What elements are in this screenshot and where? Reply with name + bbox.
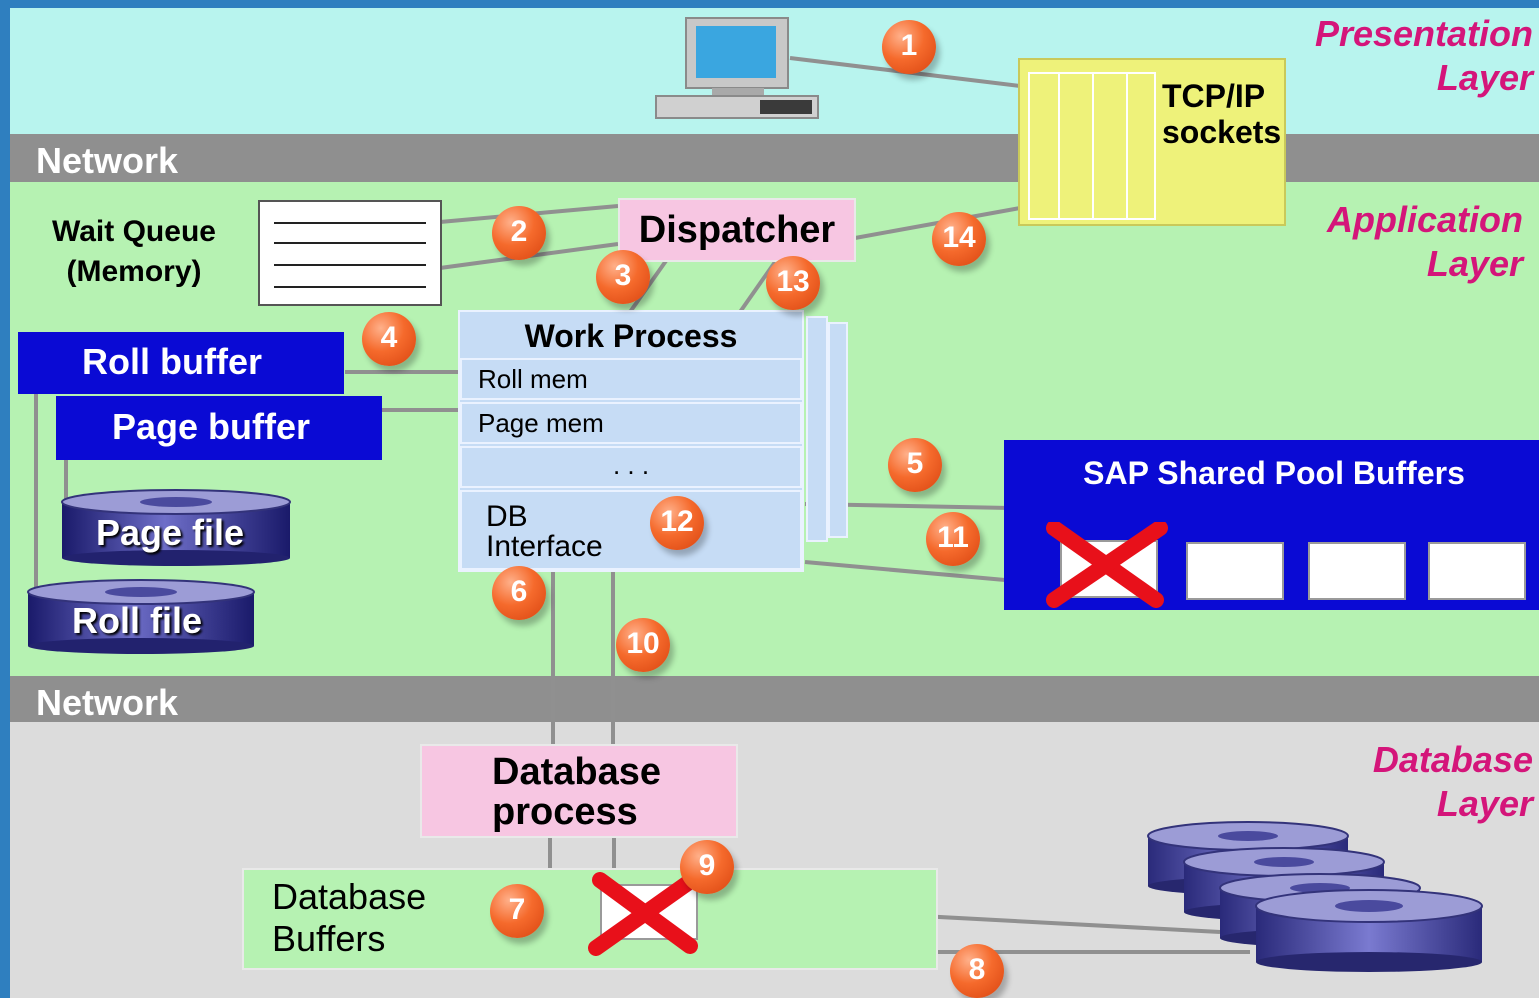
dispatcher-box: Dispatcher — [618, 198, 856, 262]
db-interface-row: DB Interface — [460, 490, 802, 570]
pool-slot — [1308, 542, 1406, 600]
computer-icon — [655, 17, 819, 119]
roll-mem-row: Roll mem — [460, 358, 802, 400]
work-process-back-layer — [806, 316, 828, 542]
step-badge-8: 8 — [950, 944, 1004, 998]
database-buffers-label-line: Buffers — [272, 918, 386, 959]
line-wp-pool-11 — [804, 560, 1006, 582]
application-layer-label: Application Layer — [1203, 198, 1523, 286]
work-process-title: Work Process — [524, 318, 738, 354]
roll-buffer-box: Roll buffer — [18, 332, 344, 394]
step-badge-2: 2 — [492, 206, 546, 260]
step-badge-11: 11 — [926, 512, 980, 566]
tcpip-label-line: TCP/IP — [1162, 78, 1266, 114]
step-badge-4: 4 — [362, 312, 416, 366]
database-buffers-label-line: Database — [272, 876, 427, 917]
db-interface-label-line: Interface — [486, 530, 603, 563]
wait-queue-label-line: (Memory) — [66, 255, 202, 288]
queue-line — [274, 222, 426, 224]
step-badge-1: 1 — [882, 20, 936, 74]
wait-queue-label: Wait Queue (Memory) — [34, 212, 234, 292]
queue-line — [274, 264, 426, 266]
step-badge-10: 10 — [616, 618, 670, 672]
page-mem-row: Page mem — [460, 402, 802, 444]
cross-mark-icon — [588, 872, 700, 956]
step-badge-3: 3 — [596, 250, 650, 304]
step-badge-13: 13 — [766, 256, 820, 310]
work-process-back-layer — [828, 322, 848, 538]
step-badge-7: 7 — [490, 884, 544, 938]
cross-mark-icon — [1046, 522, 1168, 608]
database-buffers-label: Database Buffers — [272, 876, 426, 960]
tcpip-label-line: sockets — [1162, 114, 1282, 150]
layer-label-line: Application — [1327, 199, 1523, 240]
database-process-label-line: process — [492, 791, 638, 833]
step-badge-9: 9 — [680, 840, 734, 894]
layer-label-line: Presentation — [1314, 13, 1533, 54]
socket-divider — [1058, 74, 1060, 218]
database-layer-label: Database Layer — [1213, 738, 1533, 826]
step-badge-6: 6 — [492, 566, 546, 620]
wait-queue-box — [258, 200, 442, 306]
shared-pool-title: SAP Shared Pool Buffers — [1083, 455, 1465, 491]
pool-slot — [1428, 542, 1526, 600]
wait-queue-label-line: Wait Queue — [52, 215, 216, 248]
queue-line — [274, 242, 426, 244]
database-process-box: Database process — [420, 744, 738, 838]
layer-label-line: Database — [1372, 739, 1533, 780]
step-badge-5: 5 — [888, 438, 942, 492]
disk-stack-icon — [1147, 821, 1483, 972]
tcpip-sockets-box: TCP/IP sockets — [1018, 58, 1286, 226]
pool-slot — [1186, 542, 1284, 600]
socket-divider — [1092, 74, 1094, 218]
roll-file-cylinder — [27, 579, 255, 654]
layer-label-line: Layer — [1436, 783, 1533, 824]
layer-label-line: Layer — [1426, 243, 1523, 284]
queue-line — [274, 286, 426, 288]
step-badge-14: 14 — [932, 212, 986, 266]
page-file-label: Page file — [96, 512, 245, 553]
presentation-layer-label: Presentation Layer — [1213, 12, 1533, 100]
roll-file-label: Roll file — [72, 600, 203, 641]
layer-label-line: Layer — [1436, 57, 1533, 98]
network-label-bottom: Network — [36, 682, 179, 723]
page-buffer-box: Page buffer — [56, 396, 382, 460]
page-file-cylinder — [61, 489, 291, 566]
step-badge-12: 12 — [650, 496, 704, 550]
network-bar-bottom — [10, 676, 1539, 724]
tcpip-label: TCP/IP sockets — [1162, 78, 1281, 150]
db-interface-label: DB Interface — [486, 502, 603, 562]
socket-slots — [1028, 72, 1156, 220]
line-dispatcher-wp-3 — [628, 256, 670, 314]
network-label-top: Network — [36, 140, 179, 181]
socket-divider — [1126, 74, 1128, 218]
ellipsis-row: . . . — [460, 446, 802, 488]
db-interface-label-line: DB — [486, 500, 528, 533]
work-process-box: Work Process Roll mem Page mem . . . DB … — [458, 310, 804, 572]
database-process-label-line: Database — [492, 751, 661, 793]
